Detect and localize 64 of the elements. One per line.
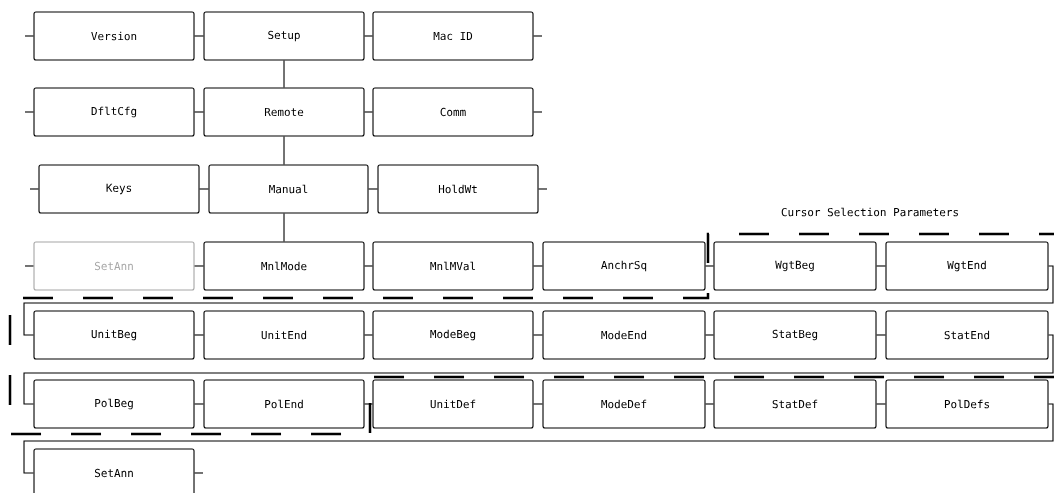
- menu-box: StatEnd: [885, 310, 1049, 360]
- menu-box: Comm: [372, 87, 534, 137]
- menu-box: UnitDef: [372, 379, 534, 429]
- connector-line: [194, 35, 204, 37]
- connector-line: [23, 265, 1054, 336]
- connector-line: [533, 403, 543, 405]
- menu-box: WgtEnd: [885, 241, 1049, 291]
- connector-line: [283, 213, 285, 242]
- connector-line: [364, 111, 373, 113]
- menu-box: UnitEnd: [203, 310, 365, 360]
- connector-line: [876, 403, 886, 405]
- connector-line: [364, 403, 373, 405]
- menu-box: Mac ID: [372, 11, 534, 61]
- connector-line: [705, 403, 714, 405]
- menu-box: ModeDef: [542, 379, 706, 429]
- connector-line: [199, 188, 209, 190]
- connector-line: [283, 136, 285, 165]
- menu-box: DfltCfg: [33, 87, 195, 137]
- connector-line: [194, 111, 204, 113]
- connector-line: [194, 334, 204, 336]
- connector-line: [283, 60, 285, 88]
- connector-line: [364, 265, 373, 267]
- menu-box: ModeBeg: [372, 310, 534, 360]
- menu-box: Remote: [203, 87, 365, 137]
- group-label: Cursor Selection Parameters: [781, 207, 958, 217]
- menu-box: Manual: [208, 164, 369, 214]
- menu-box: PolBeg: [33, 379, 195, 429]
- connector-line: [705, 265, 714, 267]
- menu-box: SetAnn: [33, 241, 195, 291]
- connector-line: [194, 403, 204, 405]
- connector-line: [876, 265, 886, 267]
- menu-box: HoldWt: [377, 164, 539, 214]
- menu-box: Keys: [38, 164, 200, 214]
- connector-line: [533, 334, 543, 336]
- menu-box: Setup: [203, 11, 365, 61]
- menu-box: ModeEnd: [542, 310, 706, 360]
- menu-box: WgtBeg: [713, 241, 877, 291]
- connector-line: [705, 334, 714, 336]
- connector-line: [24, 265, 34, 267]
- connector-line: [364, 35, 373, 37]
- connector-line: [23, 403, 1054, 474]
- menu-box: MnlMode: [203, 241, 365, 291]
- connector-line: [533, 265, 543, 267]
- connector-line: [23, 334, 1054, 405]
- menu-box: AnchrSq: [542, 241, 706, 291]
- connector-line: [533, 35, 543, 37]
- menu-box: PolDefs: [885, 379, 1049, 429]
- connector-line: [538, 188, 548, 190]
- connector-line: [533, 111, 543, 113]
- connector-line: [29, 188, 39, 190]
- menu-box: Version: [33, 11, 195, 61]
- menu-box: MnlMVal: [372, 241, 534, 291]
- menu-box: SetAnn: [33, 448, 195, 493]
- connector-line: [24, 35, 34, 37]
- connector-line: [368, 188, 378, 190]
- menu-box: PolEnd: [203, 379, 365, 429]
- connector-line: [364, 334, 373, 336]
- menu-box: StatBeg: [713, 310, 877, 360]
- menu-box: StatDef: [713, 379, 877, 429]
- connector-line: [194, 265, 204, 267]
- menu-box: UnitBeg: [33, 310, 195, 360]
- connector-line: [194, 472, 204, 474]
- connector-line: [24, 111, 34, 113]
- connector-line: [876, 334, 886, 336]
